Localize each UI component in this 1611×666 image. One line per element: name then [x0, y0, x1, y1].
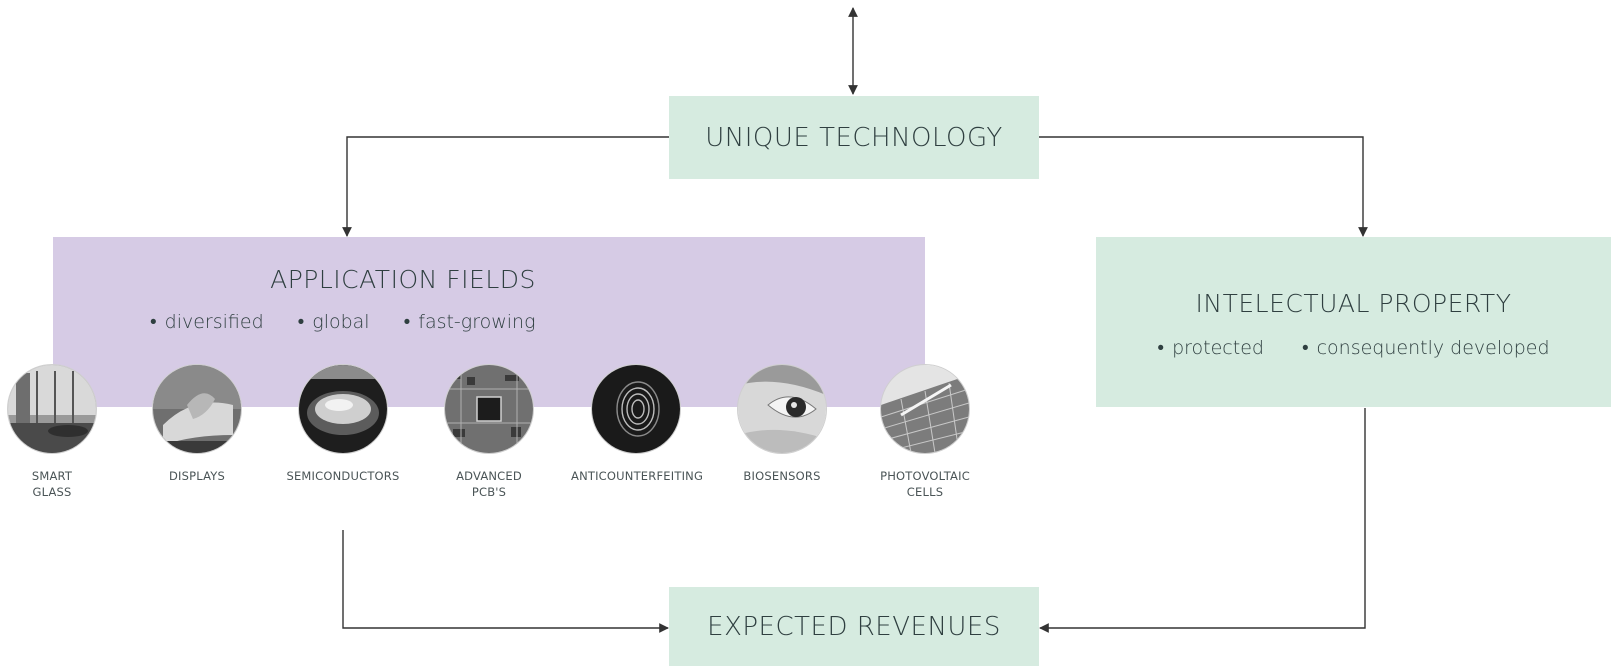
bullet-consequently-developed: consequently developed — [1302, 337, 1550, 360]
fingerprint-photo-icon — [591, 364, 681, 454]
field-label: SMART GLASS — [31, 469, 73, 499]
arrow-from-application-fields — [342, 530, 669, 633]
arrow-to-intellectual-property — [1039, 136, 1368, 237]
field-advanced-pcbs: ADVANCED PCB'S — [424, 364, 554, 500]
field-anticounterfeiting: ANTICOUNTERFEITING — [571, 364, 704, 484]
bullet-fast-growing: fast-growing — [404, 311, 535, 334]
bullet-diversified: diversified — [150, 311, 264, 334]
field-label: DISPLAYS — [168, 469, 226, 483]
displays-photo-icon — [152, 364, 242, 454]
field-label: BIOSENSORS — [743, 469, 821, 483]
field-label: SEMICONDUCTORS — [286, 469, 400, 483]
solar-panel-photo-icon — [880, 364, 970, 454]
bullet-protected: protected — [1157, 337, 1264, 360]
arrow-from-intellectual-property — [1039, 408, 1366, 633]
arrow-to-application-fields — [342, 136, 669, 237]
field-biosensors: BIOSENSORS — [717, 364, 847, 484]
field-label: ANTICOUNTERFEITING — [571, 469, 704, 483]
field-label: PHOTOVOLTAIC CELLS — [880, 469, 970, 499]
field-smart-glass: SMART GLASS — [0, 364, 117, 500]
application-fields-bullets: diversified global fast-growing — [150, 311, 536, 334]
semiconductors-photo-icon — [298, 364, 388, 454]
unique-technology-box: UNIQUE TECHNOLOGY — [669, 96, 1039, 179]
unique-technology-title: UNIQUE TECHNOLOGY — [705, 122, 1003, 153]
field-label: ADVANCED PCB'S — [456, 469, 522, 499]
bullet-global: global — [298, 311, 369, 334]
field-photovoltaic-cells: PHOTOVOLTAIC CELLS — [860, 364, 990, 500]
intellectual-property-title: INTELECTUAL PROPERTY — [1195, 289, 1512, 318]
smart-glass-photo-icon — [7, 364, 97, 454]
field-semiconductors: SEMICONDUCTORS — [278, 364, 408, 484]
expected-revenues-title: EXPECTED REVENUES — [707, 611, 1001, 642]
intellectual-property-box: INTELECTUAL PROPERTY protected consequen… — [1096, 237, 1611, 407]
intellectual-property-bullets: protected consequently developed — [1096, 337, 1611, 360]
field-displays: DISPLAYS — [132, 364, 262, 484]
pcb-photo-icon — [444, 364, 534, 454]
application-fields-title: APPLICATION FIELDS — [270, 265, 536, 294]
expected-revenues-box: EXPECTED REVENUES — [669, 587, 1039, 666]
eye-photo-icon — [737, 364, 827, 454]
